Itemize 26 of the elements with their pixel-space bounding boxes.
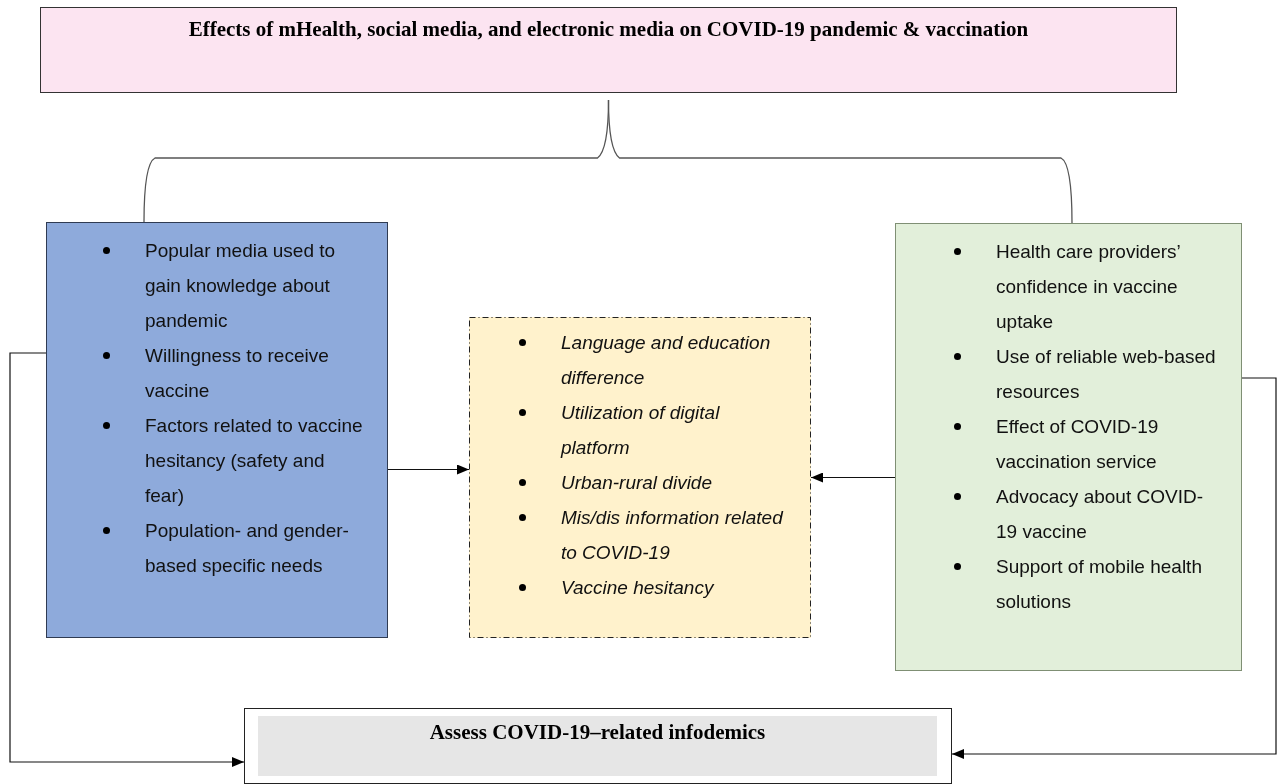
factor-box — [469, 317, 811, 638]
bullet-text: Population- and gender-based specific needs — [145, 519, 350, 578]
bullet-text: Popular media used to gain knowledge about pandemic — [145, 239, 337, 333]
curly-brace-connector — [607, 99, 1073, 224]
bullet-text: Support of mobile health solutions — [996, 555, 1203, 614]
title-text: Effects of mHealth, social media, and electronic media on COVID-19 pandemic & vaccination — [187, 16, 1030, 43]
bullet-text: Effect of COVID-19 vaccination service — [996, 415, 1160, 474]
bullet-text: Language and education difference — [561, 331, 772, 390]
bullet-text: Mis/dis information related to COVID-19 — [561, 506, 783, 565]
topic-box — [46, 222, 388, 638]
title-box — [40, 7, 1177, 93]
bullet-text: Advocacy about COVID-19 vaccine — [996, 485, 1204, 544]
topic-box — [895, 223, 1242, 671]
bullet-text: Utilization of digital platform — [561, 401, 721, 460]
outcome-box — [244, 708, 952, 784]
bullet-text: Willingness to receive vaccine — [145, 344, 330, 403]
arrow — [9, 352, 245, 767]
arrow — [951, 377, 1277, 759]
bullet-text: Health care providers’ confidence in vaccine uptake — [996, 240, 1182, 334]
bullet-text: Vaccine hesitancy — [561, 576, 716, 600]
bullet-text: Factors related to vaccine hesitancy (safety and fear) — [145, 414, 364, 508]
outcome-text: Assess COVID-19–related infodemics — [429, 719, 766, 746]
arrow — [810, 472, 896, 483]
bullet-text: Use of reliable web-based resources — [996, 345, 1217, 404]
bullet-text: Urban-rural divide — [561, 471, 713, 495]
arrow — [387, 464, 470, 475]
